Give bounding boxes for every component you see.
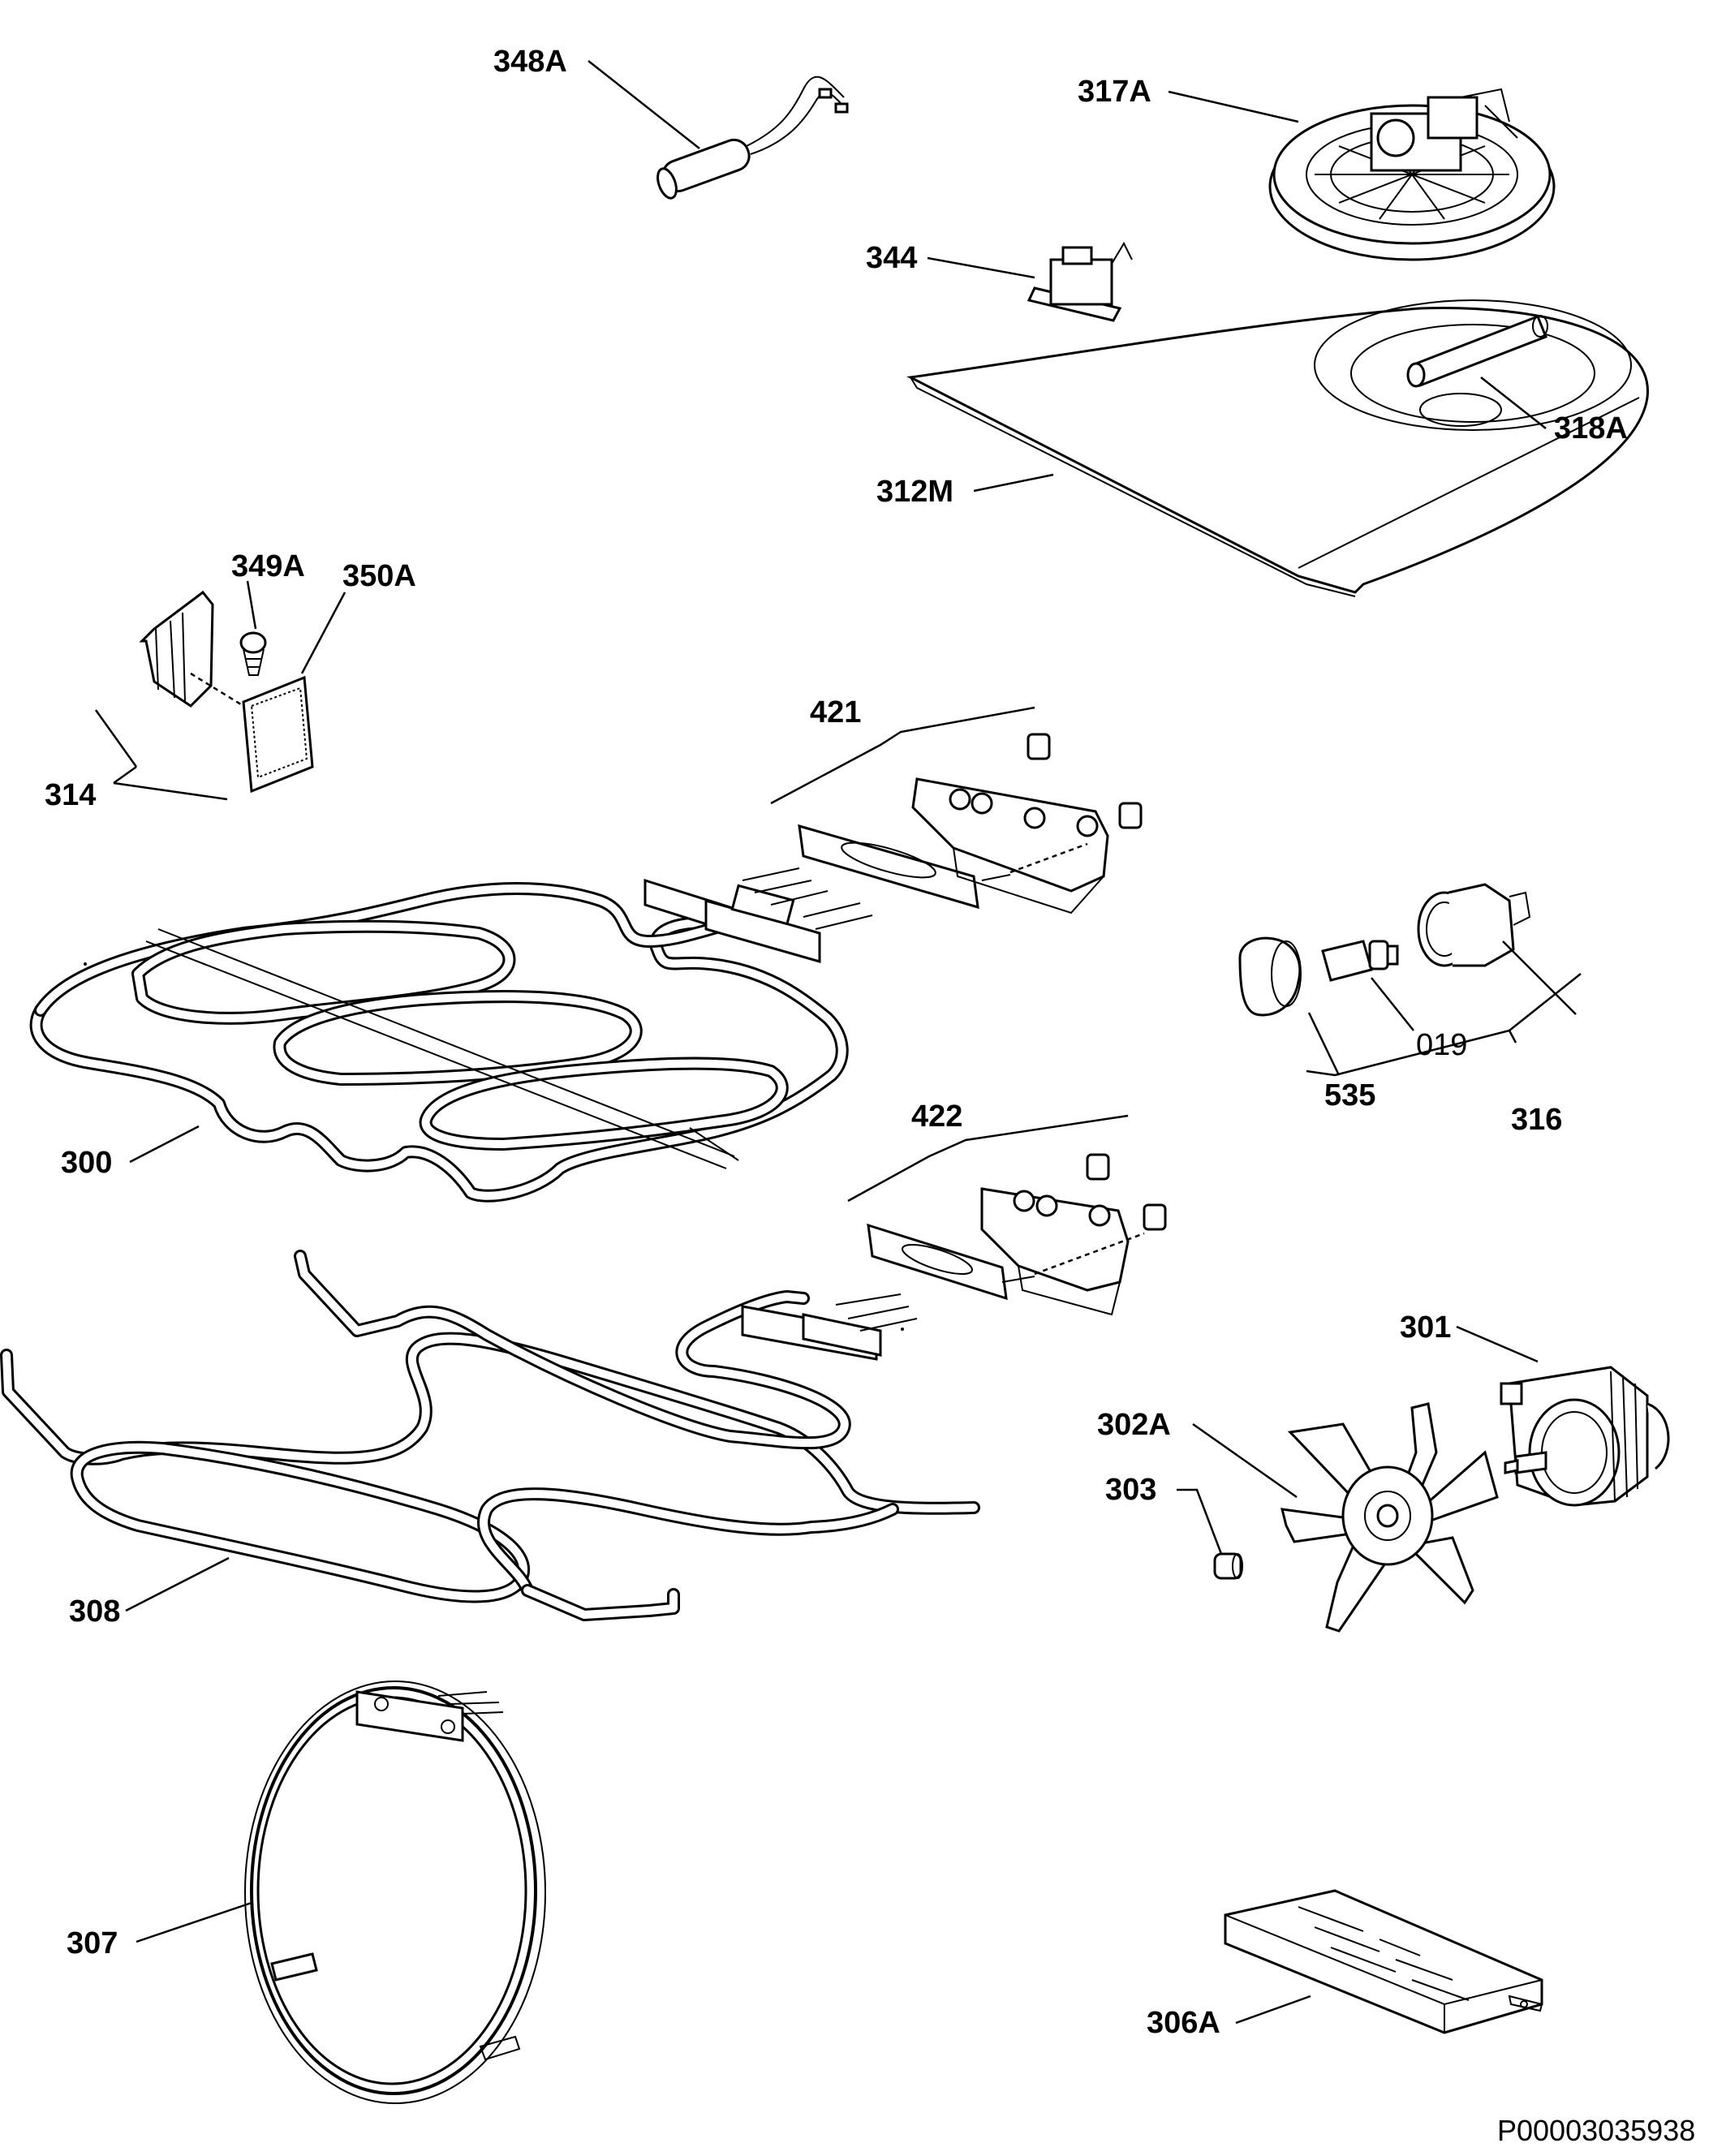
part-422-terminal-block xyxy=(867,1153,1167,1316)
label-318A: 318A xyxy=(1554,411,1628,445)
part-314-lamp-assembly xyxy=(139,590,314,794)
label-300: 300 xyxy=(61,1146,112,1180)
part-348A-capacitor xyxy=(656,75,849,200)
part-302A-fan-wheel xyxy=(1281,1402,1499,1633)
label-312M: 312M xyxy=(876,475,953,509)
label-307: 307 xyxy=(67,1926,118,1960)
label-301: 301 xyxy=(1400,1310,1451,1345)
label-317A: 317A xyxy=(1078,75,1151,109)
label-306A: 306A xyxy=(1147,2006,1220,2040)
part-318A-shaft xyxy=(1406,315,1548,388)
part-535-lamp-cover xyxy=(1238,936,1302,1017)
part-316-lamp-holder xyxy=(1417,883,1531,967)
label-422: 422 xyxy=(911,1100,962,1134)
part-306A-cover-plate xyxy=(1224,1889,1543,2034)
part-317A-fan-motor xyxy=(1268,88,1556,261)
part-300-grill-element xyxy=(29,867,873,1203)
part-019-bulb xyxy=(1321,940,1399,982)
part-308-bottom-element xyxy=(0,1250,980,1621)
part-301-fan-motor xyxy=(1500,1366,1670,1507)
label-316: 316 xyxy=(1511,1103,1562,1137)
label-314: 314 xyxy=(45,778,96,812)
part-303-nut xyxy=(1213,1552,1243,1580)
label-302A: 302A xyxy=(1097,1408,1171,1442)
label-350A: 350A xyxy=(342,559,416,593)
label-535: 535 xyxy=(1324,1078,1375,1112)
label-348A: 348A xyxy=(493,45,567,79)
label-303: 303 xyxy=(1105,1473,1156,1507)
label-308: 308 xyxy=(69,1594,120,1629)
drawing-reference-code: P00003035938 xyxy=(1497,2114,1695,2147)
label-019: 019 xyxy=(1416,1028,1467,1062)
label-344: 344 xyxy=(866,241,917,275)
part-421-terminal-block xyxy=(798,733,1143,914)
part-307-ring-element xyxy=(244,1680,546,2104)
label-421: 421 xyxy=(810,695,861,729)
label-349A: 349A xyxy=(231,549,305,583)
part-312M-fan-cover xyxy=(906,299,1649,597)
part-344-thermostat xyxy=(1027,241,1133,322)
